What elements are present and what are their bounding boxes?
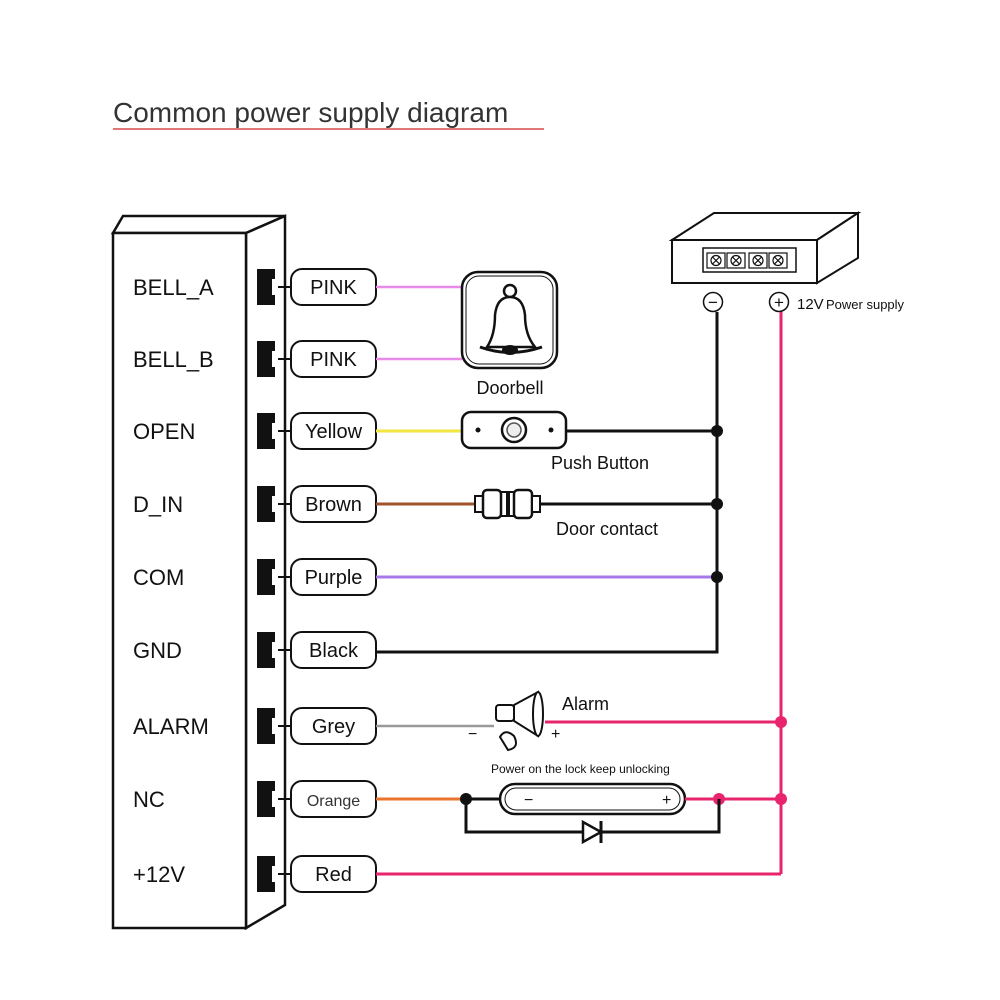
controller-unit: [110, 214, 287, 931]
terminal-label-open: OPEN: [133, 419, 195, 444]
alarm-siren-icon: [495, 690, 544, 752]
positive-junction-alarm: [775, 716, 787, 728]
lock-note: Power on the lock keep unlocking: [491, 762, 670, 776]
psu-minus-symbol: −: [708, 293, 718, 312]
terminal-notch-plus-12v: [272, 866, 278, 882]
wire-color-label-bell-a: PINK: [310, 277, 357, 299]
terminal-connector-d-in: [257, 486, 275, 522]
terminal-connector-gnd: [257, 632, 275, 668]
terminal-notch-gnd: [272, 642, 278, 658]
terminal-label-gnd: GND: [133, 638, 182, 663]
wire-color-label-nc: Orange: [307, 793, 360, 810]
wire-color-box-gnd: [290, 631, 377, 669]
diagram-title: Common power supply diagram: [113, 97, 508, 128]
terminal-connector-bell-b: [257, 341, 275, 377]
wire-color-label-d-in: Brown: [305, 494, 362, 516]
wire-color-label-plus-12v: Red: [315, 864, 352, 886]
wire-color-label-open: Yellow: [305, 421, 363, 443]
alarm-plus-symbol: +: [551, 726, 560, 743]
gnd-junction-com: [711, 571, 723, 583]
wire-color-label-com: Purple: [305, 567, 363, 589]
wire-color-label-bell-b: PINK: [310, 349, 357, 371]
wire-color-label-gnd: Black: [309, 640, 359, 662]
doorbell-label: Doorbell: [476, 378, 543, 398]
terminal-notch-d-in: [272, 496, 278, 512]
push-button-icon: [460, 410, 568, 450]
terminal-connector-open: [257, 413, 275, 449]
terminal-notch-open: [272, 423, 278, 439]
alarm-label: Alarm: [562, 694, 609, 714]
terminal-notch-bell-b: [272, 351, 278, 367]
lock-minus-symbol: −: [524, 792, 533, 809]
power-supply-screw-terminals: [706, 252, 788, 269]
door-contact-icon: [474, 488, 541, 520]
terminal-connector-nc: [257, 781, 275, 817]
psu-voltage-label: 12V: [797, 296, 824, 313]
psu-sublabel: Power supply: [826, 297, 905, 312]
terminal-notch-com: [272, 569, 278, 585]
positive-junction-lock: [775, 793, 787, 805]
terminal-notch-nc: [272, 791, 278, 807]
terminal-connector-alarm: [257, 708, 275, 744]
terminal-notch-alarm: [272, 718, 278, 734]
bell-icon: [460, 270, 559, 370]
terminal-notch-bell-a: [272, 279, 278, 295]
psu-minus-terminal: −: [702, 291, 724, 313]
terminal-label-bell-b: BELL_B: [133, 347, 214, 372]
lock-plus-symbol: +: [662, 792, 671, 809]
gnd-junction-d-in: [711, 498, 723, 510]
psu-plus-symbol: +: [774, 293, 784, 312]
terminal-connector-plus-12v: [257, 856, 275, 892]
power-supply-unit: [668, 211, 862, 285]
terminal-label-alarm: ALARM: [133, 714, 209, 739]
terminal-connector-bell-a: [257, 269, 275, 305]
push-button-label: Push Button: [551, 453, 649, 473]
alarm-minus-symbol: −: [468, 726, 477, 743]
terminal-label-nc: NC: [133, 787, 165, 812]
terminal-label-bell-a: BELL_A: [133, 275, 214, 300]
psu-plus-terminal: +: [768, 291, 790, 313]
terminal-connector-com: [257, 559, 275, 595]
door-contact-label: Door contact: [556, 519, 658, 539]
terminal-label-d-in: D_IN: [133, 492, 183, 517]
terminal-label-com: COM: [133, 565, 184, 590]
terminal-label-plus-12v: +12V: [133, 862, 185, 887]
gnd-junction-open: [711, 425, 723, 437]
diode-icon: [581, 819, 604, 845]
wire-color-label-alarm: Grey: [312, 716, 355, 738]
